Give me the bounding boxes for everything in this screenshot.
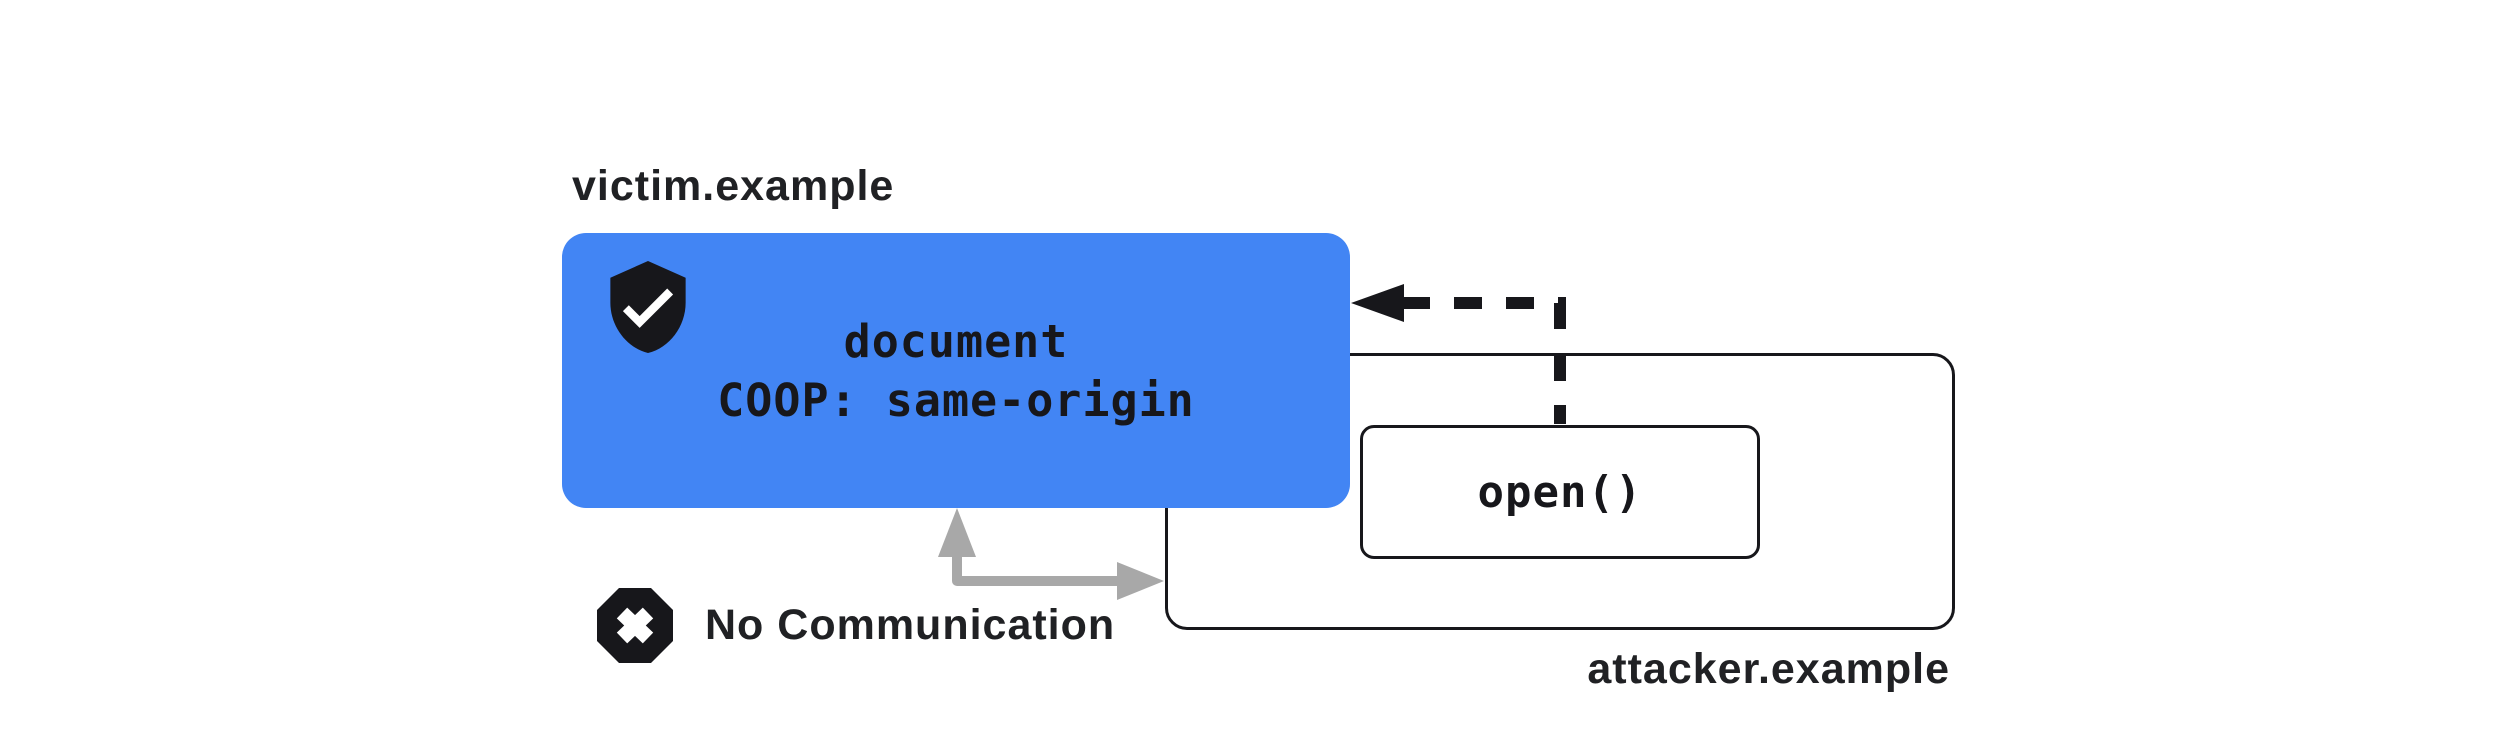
arrowhead-up-icon (938, 508, 976, 557)
victim-box-line-document: document (843, 314, 1069, 368)
no-communication-arrow (938, 508, 1164, 600)
victim-document-box: document COOP: same-origin (562, 233, 1350, 508)
victim-box-line-coop: COOP: same-origin (717, 373, 1195, 427)
arrowhead-right-icon (1117, 562, 1164, 600)
no-communication-label: No Communication (705, 601, 1116, 649)
octagon-x-icon (597, 588, 673, 663)
open-call-box: open() (1360, 425, 1760, 559)
arrowhead-left-icon (1351, 284, 1404, 322)
open-call-label: open() (1477, 466, 1643, 518)
shield-check-icon (610, 261, 686, 353)
victim-domain-label: victim.example (572, 162, 895, 210)
attacker-domain-label: attacker.example (1587, 645, 1950, 693)
